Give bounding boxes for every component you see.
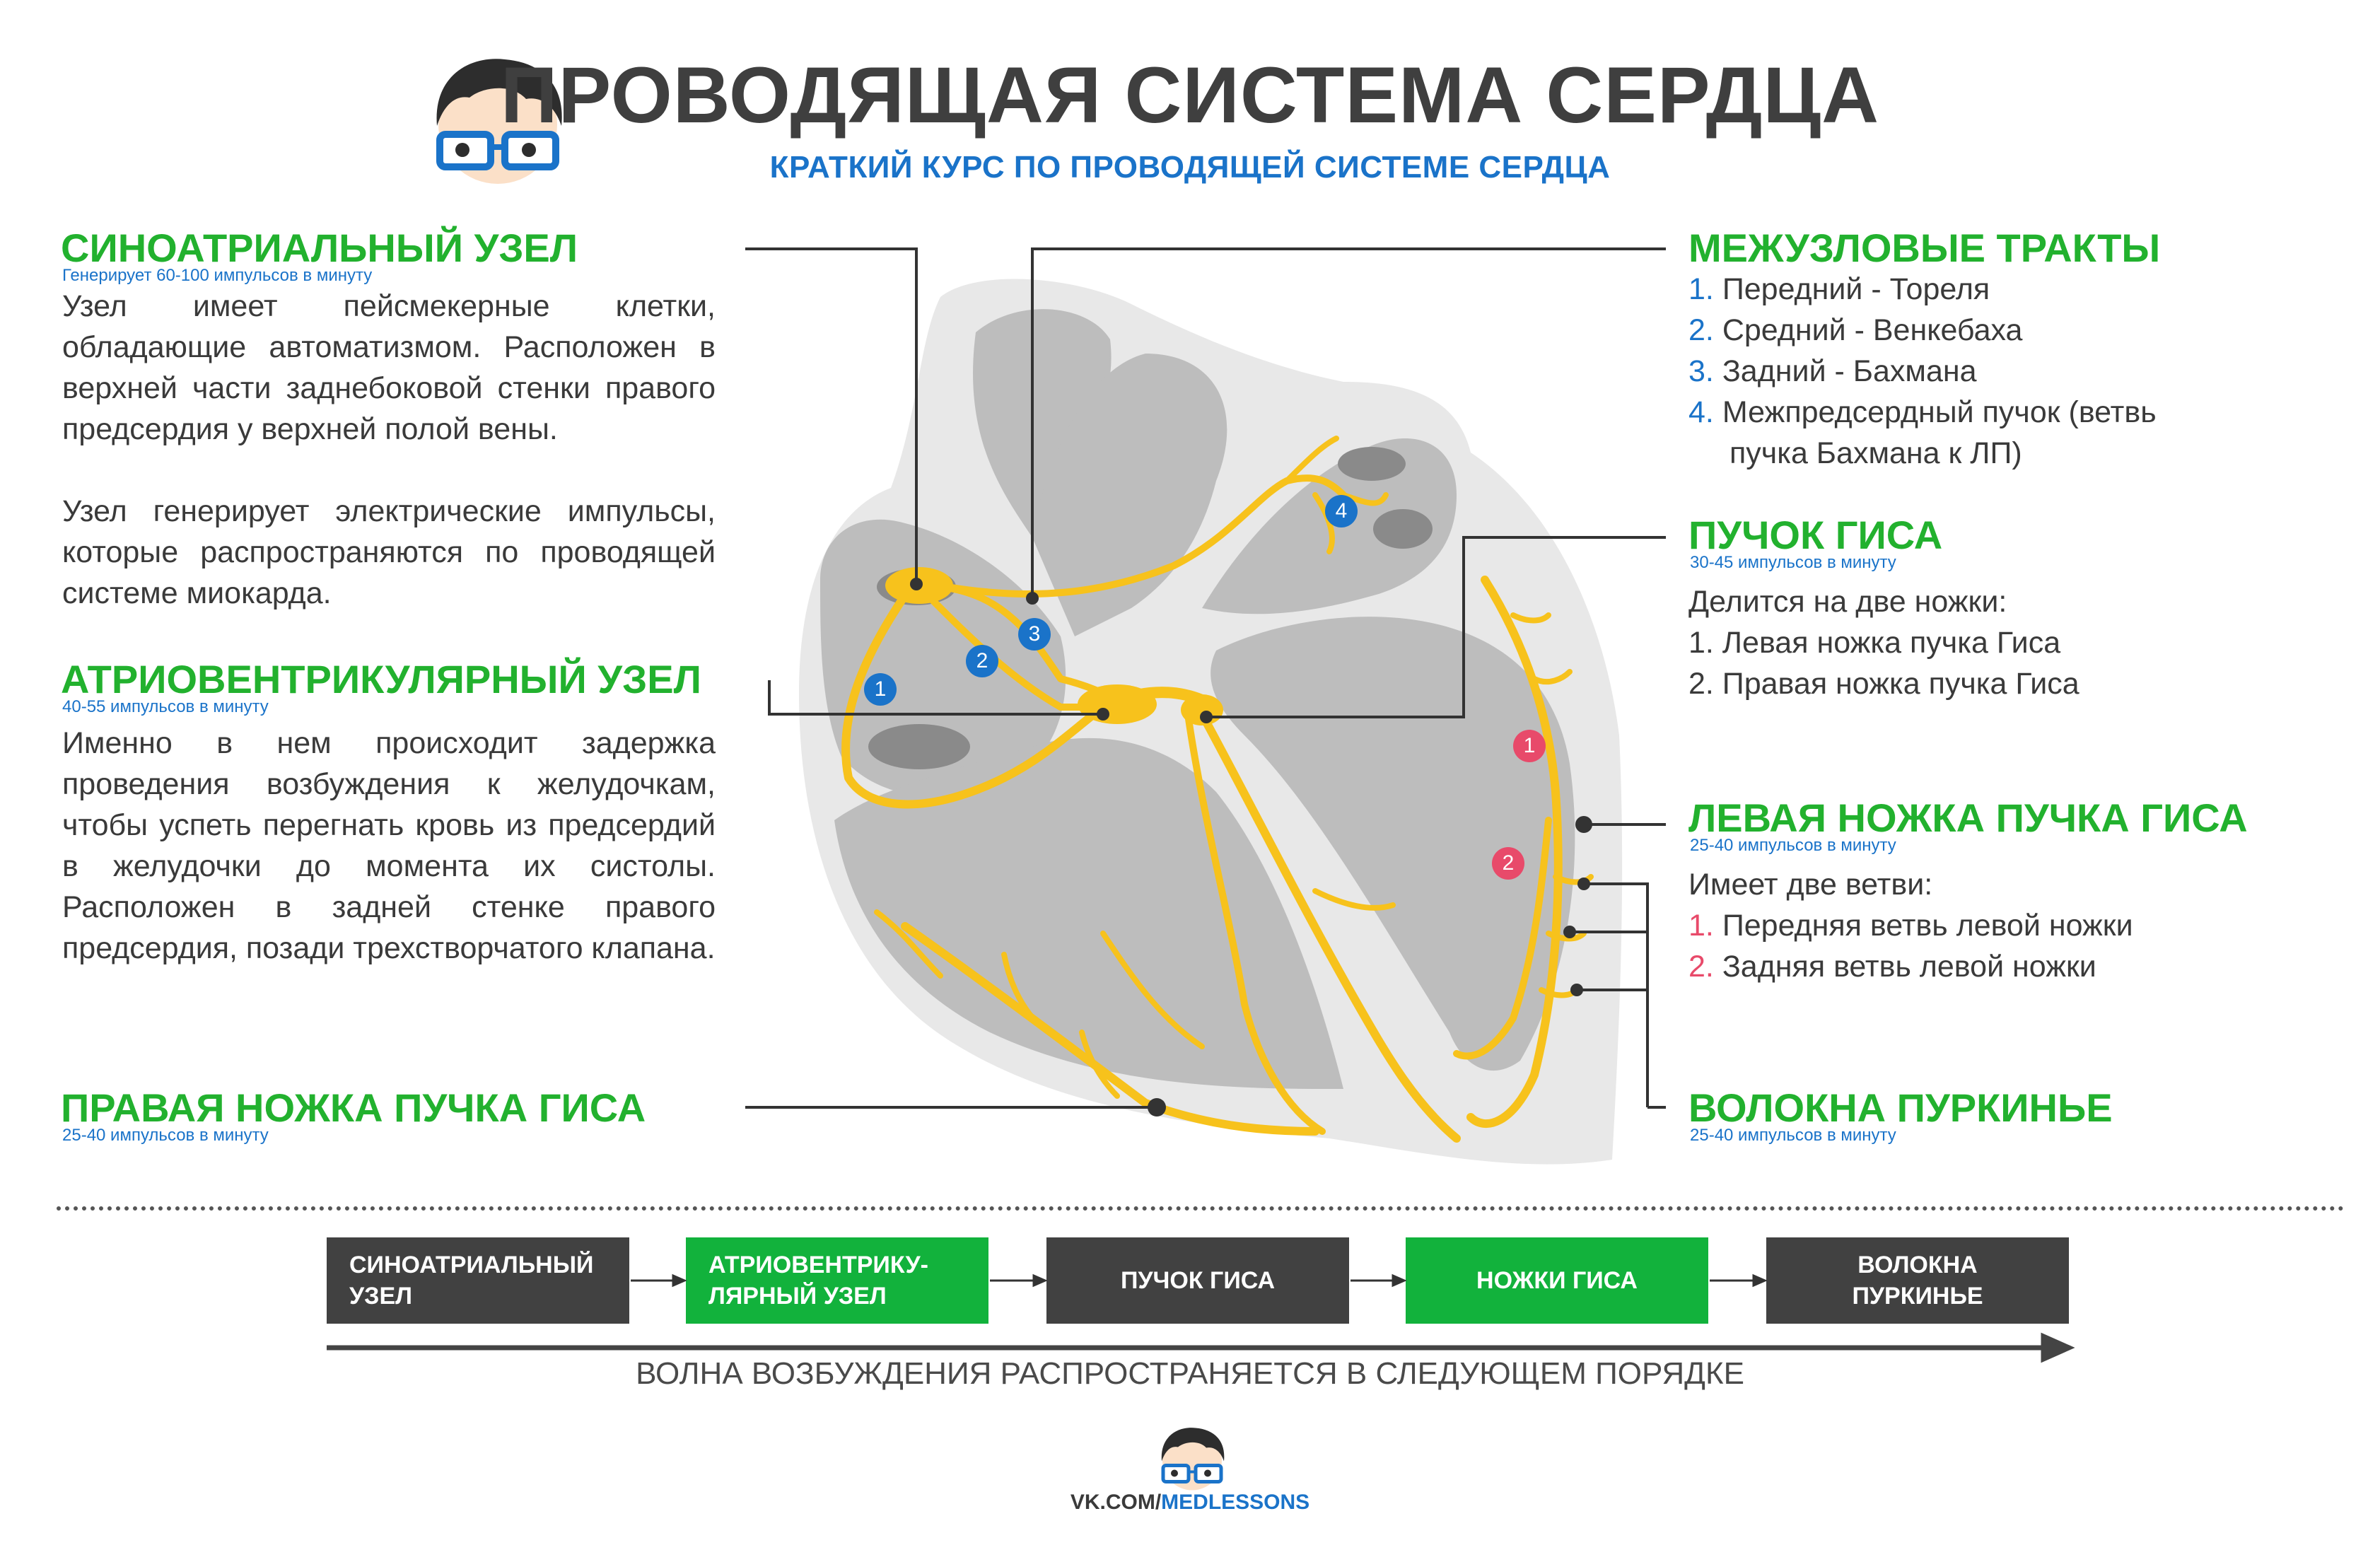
list-item-continued: пучка Бахмана к ЛП): [1729, 436, 2022, 470]
marker-tract-2: 2: [966, 645, 998, 677]
flow-arrows: [327, 1273, 2075, 1363]
right-bundle-heading: ПРАВАЯ НОЖКА ПУЧКА ГИСА: [61, 1085, 646, 1130]
leader-sa-node: [745, 247, 918, 584]
av-node-rate: 40-55 импульсов в минуту: [62, 697, 269, 716]
list-item: 2. Правая ножка пучка Гиса: [1688, 667, 2079, 701]
flow-step-his-bundle: ПУЧОК ГИСА: [1046, 1237, 1349, 1324]
list-item: 4. Межпредсердный пучок (ветвь: [1688, 395, 2157, 429]
av-node-shape: [1078, 684, 1157, 724]
footer-link[interactable]: VK.COM/MEDLESSONS: [0, 1491, 2380, 1515]
purkinje-heading: ВОЛОКНА ПУРКИНЬЕ: [1688, 1085, 2113, 1130]
left-ventricle: [1211, 617, 1575, 1071]
left-bundle-list: Имеет две ветви: 1. Передняя ветвь левой…: [1688, 864, 2367, 987]
footer-mascot-icon: [1161, 1428, 1225, 1491]
sa-node-text: Узел имеет пейсмекерные клетки, обладающ…: [62, 289, 716, 446]
footer-prefix: VK.COM/: [1070, 1491, 1162, 1514]
list-item: 1. Передняя ветвь левой ножки: [1688, 909, 2133, 943]
marker-branch-2: 2: [1492, 847, 1524, 880]
timeline-arrow: [327, 1332, 2075, 1363]
left-bundle-rate: 25-40 импульсов в минуту: [1690, 836, 1896, 855]
right-purkinje: [901, 922, 1319, 1136]
leader-his-bundle: [1206, 536, 1666, 718]
his-bundle-rate: 30-45 импульсов в минуту: [1690, 553, 1896, 572]
list-item: 2. Средний - Венкебаха: [1688, 313, 2023, 347]
left-bundle-branch: [1466, 576, 1563, 1129]
pulmonary-vein-2: [1373, 509, 1433, 549]
pulmonary-vein-1: [1338, 447, 1406, 481]
purkinje-rate: 25-40 импульсов в минуту: [1690, 1126, 1896, 1145]
footer-handle: MEDLESSONS: [1161, 1491, 1310, 1514]
right-bundle-branch: [1198, 710, 1461, 1143]
coronary-sinus: [868, 724, 970, 769]
page-subtitle: КРАТКИЙ КУРС ПО ПРОВОДЯЩЕЙ СИСТЕМЕ СЕРДЦ…: [769, 150, 1611, 185]
internodal-heading: МЕЖУЗЛОВЫЕ ТРАКТЫ: [1688, 226, 2161, 270]
page-title: ПРОВОДЯЩАЯ СИСТЕМА СЕРДЦА: [500, 51, 1880, 139]
list-item: 2. Задняя ветвь левой ножки: [1688, 950, 2096, 984]
flow-step-bundle-branches: НОЖКИ ГИСА: [1406, 1237, 1708, 1324]
his-bundle-list: Делится на две ножки: 1. Левая ножка пуч…: [1688, 581, 2367, 704]
av-node-heading: АТРИОВЕНТРИКУЛЯРНЫЙ УЗЕЛ: [61, 657, 701, 701]
tract-anterior: [841, 583, 1107, 809]
av-node-text: Именно в нем происходит задержка проведе…: [62, 726, 716, 965]
his-bundle-heading: ПУЧОК ГИСА: [1688, 513, 1943, 557]
right-ventricle: [834, 737, 1343, 1089]
dotted-divider: [57, 1206, 2345, 1211]
sa-node-text-2: Узел генерирует электрические импульсы, …: [62, 494, 716, 610]
leader-internodal: [1031, 247, 1666, 598]
heart-diagram: [745, 247, 1666, 1165]
right-bundle-rate: 25-40 импульсов в минуту: [62, 1126, 269, 1145]
left-posterior-fascicle: [1453, 817, 1552, 1060]
flow-step-av-node: АТРИОВЕНТРИКУ-ЛЯРНЫЙ УЗЕЛ: [686, 1237, 988, 1324]
leader-av-node: [768, 680, 1103, 716]
sa-node-rate: Генерирует 60-100 импульсов в минуту: [62, 266, 373, 285]
left-bundle-heading: ЛЕВАЯ НОЖКА ПУЧКА ГИСА: [1688, 795, 2248, 840]
marker-tract-4: 4: [1325, 495, 1358, 527]
flow-caption: ВОЛНА ВОЗБУЖДЕНИЯ РАСПРОСТРАНЯЕТСЯ В СЛЕ…: [636, 1356, 1744, 1391]
marker-branch-1: 1: [1513, 730, 1546, 762]
list-item: 3. Задний - Бахмана: [1688, 354, 1977, 388]
leader-purkinje: [1584, 882, 1649, 1107]
bachmann-bundle: [944, 474, 1347, 597]
his-intro: Делится на две ножки:: [1688, 585, 2007, 619]
internodal-list: 1. Передний - Тореля 2. Средний - Венкеб…: [1688, 269, 2367, 474]
pulmonary-trunk: [1032, 354, 1227, 636]
list-item: 1. Левая ножка пучка Гиса: [1688, 626, 2061, 660]
left-bundle-intro: Имеет две ветви:: [1688, 868, 1933, 902]
marker-tract-1: 1: [864, 673, 897, 706]
marker-tract-3: 3: [1018, 618, 1051, 651]
list-item: 1. Передний - Тореля: [1688, 272, 1990, 306]
sa-node-heading: СИНОАТРИАЛЬНЫЙ УЗЕЛ: [61, 226, 578, 270]
mascot-logo-icon: [436, 59, 562, 184]
